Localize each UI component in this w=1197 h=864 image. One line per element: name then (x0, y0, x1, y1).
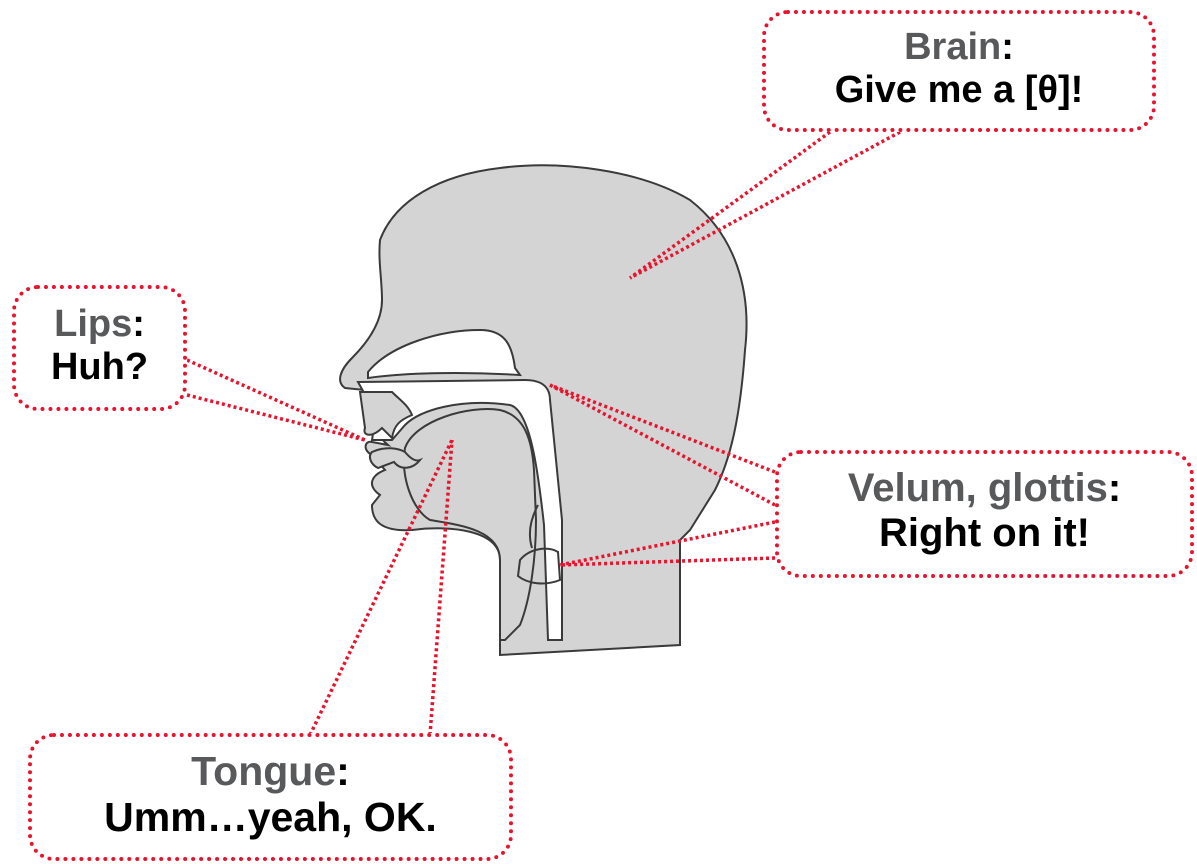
lips-callout: Lips: Huh? (12, 285, 187, 411)
brain-speaker-label: Brain (904, 26, 1001, 68)
tongue-speech: Umm…yeah, OK. (32, 795, 509, 841)
velum-glottis-colon: : (1108, 466, 1121, 510)
velum-glottis-speech: Right on it! (779, 511, 1190, 556)
velum-glottis-callout: Velum, glottis: Right on it! (775, 450, 1194, 578)
lips-speaker-label: Lips (54, 303, 132, 345)
lips-colon: : (132, 303, 145, 345)
brain-speech: Give me a [θ]! (766, 69, 1152, 112)
lips-connector-a (187, 360, 365, 440)
tongue-speaker-label: Tongue (191, 748, 336, 794)
tongue-colon: : (336, 748, 350, 794)
velum-glottis-speaker-label: Velum, glottis (848, 466, 1108, 510)
brain-colon: : (1001, 26, 1014, 68)
tongue-callout: Tongue: Umm…yeah, OK. (28, 733, 513, 861)
lips-speech: Huh? (16, 346, 183, 389)
brain-callout: Brain: Give me a [θ]! (762, 10, 1156, 132)
